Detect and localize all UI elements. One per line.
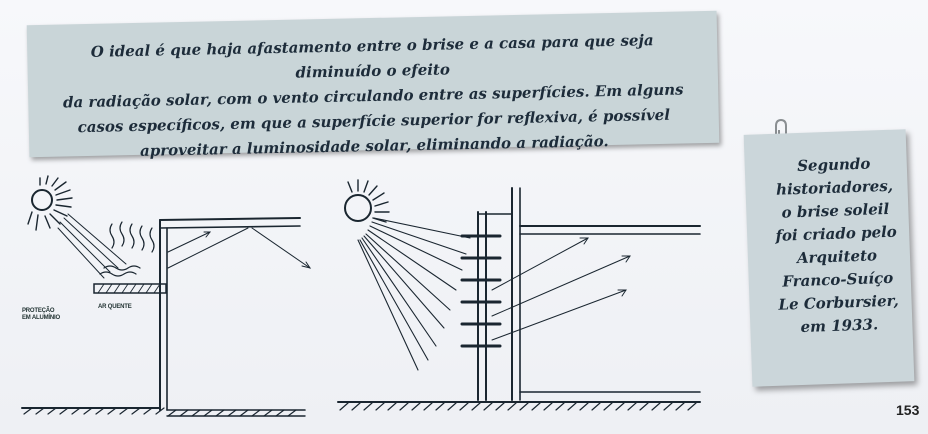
side-note-text: Segundo historiadores, o brise soleil fo… xyxy=(766,151,906,340)
note-line: foi criado pelo xyxy=(775,222,898,245)
note-line: Franco-Suíço xyxy=(782,268,894,291)
sun-rays-icon xyxy=(27,175,73,231)
sun-rays-icon xyxy=(347,179,390,223)
page-number: 153 xyxy=(896,402,920,418)
note-line: Segundo xyxy=(796,154,871,176)
note-line: historiadores, xyxy=(775,176,894,199)
sun-icon xyxy=(31,189,53,211)
label-line: PROTEÇÃO xyxy=(22,308,55,314)
note-line: Le Corbursier, xyxy=(778,291,899,314)
note-line: Arquiteto xyxy=(796,246,878,268)
note-line: em 1933. xyxy=(800,315,879,337)
label-protecao: PROTEÇÃO EM ALUMÍNIO xyxy=(22,308,60,322)
label-ar-quente: AR QUENTE xyxy=(98,304,132,310)
label-line: EM ALUMÍNIO xyxy=(22,315,60,321)
sun-icon xyxy=(344,194,372,222)
side-note: Segundo historiadores, o brise soleil fo… xyxy=(743,129,915,387)
note-line: o brise soleil xyxy=(781,199,890,222)
